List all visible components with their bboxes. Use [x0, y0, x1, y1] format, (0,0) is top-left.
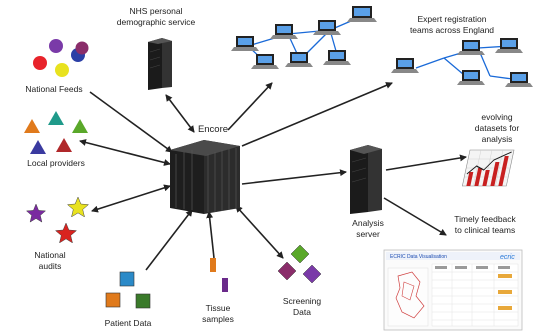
screening-diamond	[302, 264, 322, 284]
laptops-top	[231, 6, 377, 69]
arrow-patient-to-encore	[145, 209, 193, 271]
patient-data-label: Patient Data	[105, 318, 152, 328]
feed-circle	[75, 41, 89, 55]
arrow-analysis-to-chart	[385, 154, 467, 171]
encore-label: Encore	[198, 124, 228, 135]
feedback-report-thumbnail: ECRIC Data Visualisation ecric	[383, 249, 523, 331]
feed-circle	[55, 63, 69, 77]
report-map-area	[387, 267, 429, 327]
arrow-tissue-to-encore	[206, 211, 215, 259]
patient-data-icon	[105, 271, 151, 309]
arrow-encore-to-expert	[241, 82, 393, 147]
tissue-label-1: Tissue	[206, 303, 231, 313]
evolving-chart-icon	[461, 149, 515, 187]
feed-circle	[33, 56, 47, 70]
report-table-area	[431, 263, 519, 327]
arrow-audits-encore	[91, 184, 171, 213]
report-logo: ecric	[500, 254, 515, 261]
screening-label-2: Data	[293, 307, 311, 317]
expert-teams-label-2: teams across England	[410, 25, 494, 35]
laptops-expert	[391, 38, 533, 87]
audit-star	[66, 196, 90, 218]
audit-star	[25, 203, 47, 223]
local-providers-icon	[24, 111, 88, 154]
provider-triangle	[30, 140, 46, 154]
provider-triangle	[56, 138, 72, 152]
analysis-server-icon	[350, 145, 382, 214]
arrow-encore-to-laptops	[227, 82, 273, 131]
audit-star	[54, 222, 78, 244]
report-title: ECRIC Data Visualisation	[390, 254, 447, 260]
nhs-server-icon	[148, 38, 172, 90]
encore-server-icon	[170, 140, 240, 214]
tissue-sample-rect	[222, 278, 228, 292]
screening-label-1: Screening	[283, 296, 322, 306]
patient-square	[119, 271, 135, 287]
tissue-sample-rect	[210, 258, 216, 272]
arrow-analysis-to-report	[383, 197, 447, 236]
national-audits-label-1: National	[34, 250, 65, 260]
arrow-feeds-to-encore	[89, 91, 173, 153]
arrow-encore-to-analysis	[241, 169, 347, 185]
provider-triangle	[72, 119, 88, 133]
arrows	[79, 82, 467, 271]
screening-diamond	[290, 244, 310, 264]
arrow-providers-encore	[79, 139, 171, 166]
screening-data-icon	[277, 244, 322, 284]
national-feeds-label: National Feeds	[25, 84, 82, 94]
national-audits-icon	[25, 196, 90, 244]
nhs-service-label-2: demographic service	[117, 17, 196, 27]
tissue-samples-icon	[210, 258, 228, 292]
nhs-service-label-1: NHS personal	[130, 6, 183, 16]
provider-triangle	[48, 111, 64, 125]
timely-feedback-label-1: Timely feedback	[454, 214, 516, 224]
local-providers-label: Local providers	[27, 158, 85, 168]
analysis-server-label-2: server	[356, 229, 380, 239]
expert-teams-label-1: Expert registration	[418, 14, 487, 24]
screening-diamond	[277, 261, 297, 281]
patient-square	[135, 293, 151, 309]
evolving-label-1: evolving	[481, 112, 512, 122]
arrow-screening-encore	[235, 205, 284, 259]
analysis-server-label-1: Analysis	[352, 218, 384, 228]
timely-feedback-label-2: to clinical teams	[455, 225, 515, 235]
evolving-label-2: datasets for	[475, 123, 520, 133]
feed-circle	[49, 39, 63, 53]
arrow-nhs-encore	[165, 94, 195, 133]
evolving-label-3: analysis	[482, 134, 513, 144]
national-feeds-icon	[33, 39, 89, 77]
national-audits-label-2: audits	[39, 261, 62, 271]
provider-triangle	[24, 119, 40, 133]
tissue-label-2: samples	[202, 314, 234, 324]
patient-square	[105, 292, 121, 308]
